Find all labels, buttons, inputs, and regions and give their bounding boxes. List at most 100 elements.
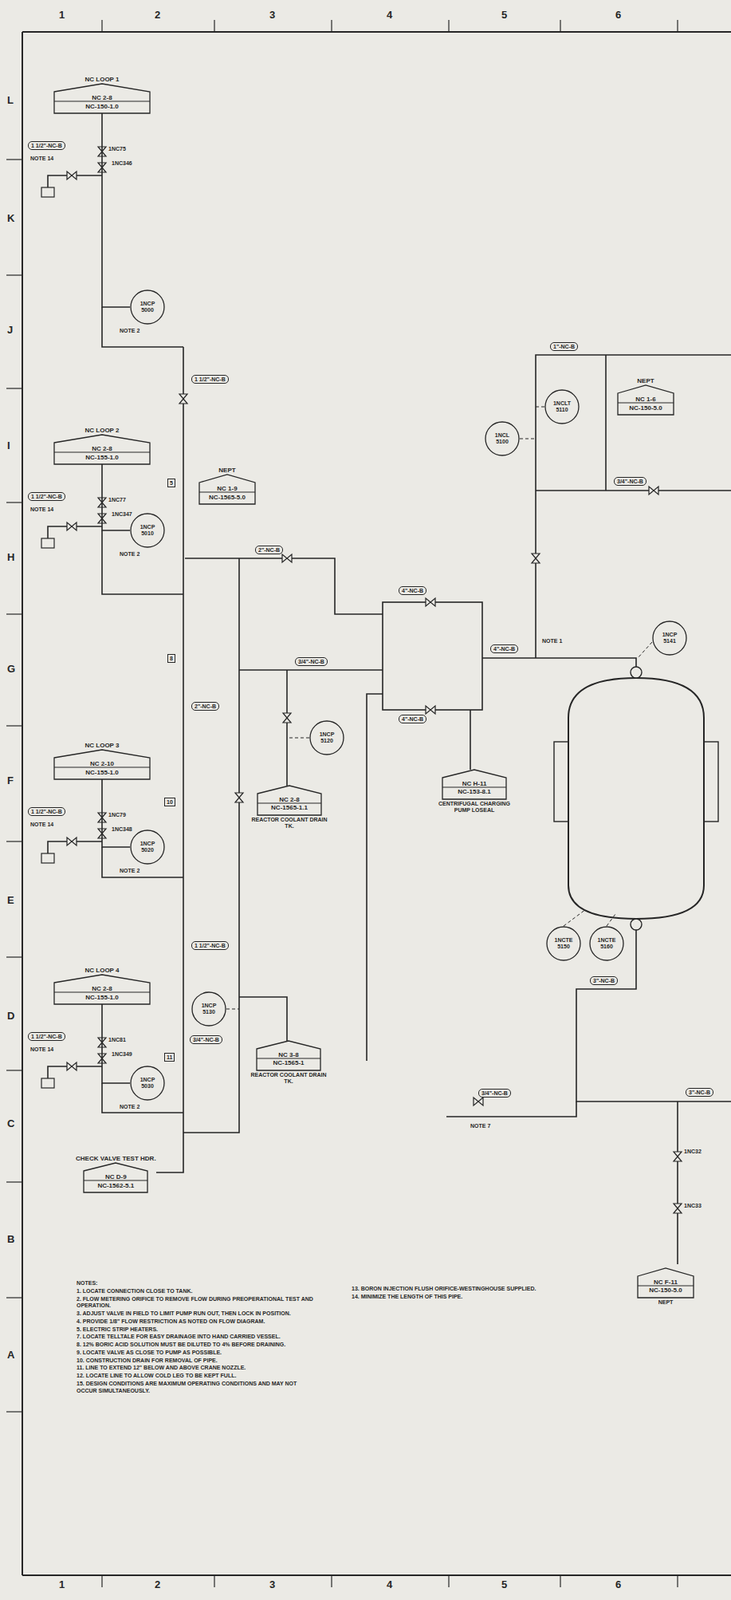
- pipe-line: [330, 19, 332, 32]
- balloon-outline: [130, 513, 165, 547]
- connector-ref: NC D-9: [105, 1172, 127, 1181]
- pipe-line: [239, 996, 287, 1041]
- pipe-line: [21, 31, 24, 1575]
- pipe-line: [101, 19, 103, 32]
- grid-reference: 1: [58, 1578, 65, 1589]
- valve-tag: 1NC347: [111, 510, 133, 518]
- line-number-tag: 3"-NC-B: [589, 975, 618, 985]
- balloon-outline: [545, 389, 579, 424]
- drain-box: [41, 187, 55, 197]
- house-outline: [83, 1162, 148, 1192]
- pipe-line: [213, 19, 215, 32]
- pipe-line: [576, 923, 731, 1101]
- valve-symbol: [66, 837, 77, 845]
- off-page-connector: NC F-11NC-150-5.0NEPT: [637, 1267, 694, 1305]
- note-text: 7. LOCATE TELLTALE FOR EASY DRAINAGE INT…: [76, 1332, 316, 1341]
- line-number-tag: 2"-NC-B: [255, 545, 283, 555]
- valve-tag: 1NC33: [683, 1202, 702, 1209]
- pipe-line: [6, 387, 23, 389]
- drain-box: [41, 538, 55, 548]
- pipe-line: [366, 693, 383, 1061]
- pipe-line: [239, 668, 383, 671]
- connector-ref: NC-1565-1.1: [271, 803, 308, 812]
- connector-heading: NC LOOP 2: [85, 426, 120, 434]
- connector-ref: NC F-11: [653, 1277, 678, 1286]
- instrument-tag: 1NCLT 5110: [550, 400, 574, 413]
- tank-vessel: [568, 677, 704, 919]
- instrument-balloon: 1NCP 5120: [309, 719, 345, 755]
- instrument-balloon: 1NCTE 5160: [589, 925, 625, 961]
- pipe-line: [22, 1573, 731, 1576]
- connector-heading: NC LOOP 1: [85, 75, 120, 83]
- connector-body: NC F-11NC-150-5.0: [637, 1267, 694, 1297]
- valve-symbol: [66, 171, 77, 180]
- grid-reference: 2: [154, 1578, 161, 1589]
- line-number-tag: 3/4"-NC-B: [189, 1034, 223, 1044]
- grid-reference: 2: [154, 9, 161, 20]
- instrument-balloon: 1NCP 5030: [129, 1065, 166, 1101]
- instrument-tag: 1NCTE 5150: [552, 936, 575, 949]
- house-outline: [442, 769, 507, 799]
- valve-tag: NOTE 14: [30, 1045, 54, 1053]
- valve-symbol: [531, 553, 540, 563]
- notes-block: NOTES:1. LOCATE CONNECTION CLOSE TO TANK…: [76, 1279, 316, 1395]
- connector-caption: CENTRIFUGAL CHARGING PUMP LOSEAL: [434, 800, 515, 814]
- line-number-tag: 3/4"-NC-B: [294, 656, 328, 666]
- connector-ref: NC-150-5.0: [648, 1285, 682, 1294]
- balloon-outline: [130, 1065, 165, 1100]
- connector-body: NC 3-8NC-1565-1: [256, 1040, 321, 1070]
- valve-tag: NOTE 2: [119, 327, 140, 335]
- valve-tag: 1NC32: [683, 1147, 702, 1155]
- balloon-outline: [589, 926, 624, 960]
- pipe-line: [446, 1100, 577, 1117]
- pipe-line: [22, 31, 731, 33]
- house-outline: [637, 1267, 694, 1297]
- connector-ref: NC 1-9: [216, 484, 237, 493]
- connector-body: NC 2-10NC-155-1.0: [54, 749, 150, 779]
- pipe-line: [6, 274, 23, 276]
- instrument-balloon: 1NCP 5020: [129, 829, 166, 865]
- off-page-connector: NC LOOP 4NC 2-8NC-155-1.0: [54, 966, 150, 1004]
- off-page-connector: NC LOOP 2NC 2-8NC-155-1.0: [54, 426, 150, 464]
- note-text: 8. 12% BORIC ACID SOLUTION MUST BE DILUT…: [76, 1340, 316, 1349]
- connector-ref: NC 2-8: [91, 984, 112, 993]
- note-text: 14. MINIMIZE THE LENGTH OF THIS PIPE.: [351, 1293, 591, 1301]
- instrument-balloon: 1NCTE 5150: [546, 925, 582, 961]
- grid-reference: 4: [386, 1578, 393, 1589]
- valve-symbol: [425, 705, 436, 714]
- instrument-tag: 1NCP 5000: [136, 300, 159, 313]
- valve-tag: 1NC77: [108, 496, 126, 504]
- note-text: NOTES:: [76, 1279, 316, 1287]
- connector-body: NC 2-8NC-155-1.0: [54, 434, 150, 464]
- connector-caption: REACTOR COOLANT DRAIN TK.: [248, 1071, 329, 1085]
- instrument-balloon: 1NCP 5010: [129, 512, 166, 548]
- note-text: 5. ELECTRIC STRIP HEATERS.: [76, 1325, 316, 1333]
- pipe-line: [6, 955, 23, 957]
- valve-tag: NOTE 1: [542, 637, 563, 645]
- valve-tag: NOTE 7: [470, 1122, 491, 1129]
- off-page-connector: NC H-11NC-153-8.1CENTRIFUGAL CHARGING PU…: [434, 769, 515, 814]
- line-number-tag: 1 1/2"-NC-B: [27, 141, 66, 150]
- grid-reference: 6: [615, 9, 621, 20]
- grid-reference: G: [7, 663, 16, 674]
- connector-heading: CHECK VALVE TEST HDR.: [75, 1154, 157, 1162]
- connector-body: NC D-9NC-1562-5.1: [83, 1162, 148, 1192]
- off-page-connector: NC 2-8NC-1565-1.1REACTOR COOLANT DRAIN T…: [249, 785, 330, 830]
- callout-number: 8: [167, 653, 176, 663]
- pipe-line: [482, 657, 637, 667]
- grid-reference: I: [7, 440, 11, 451]
- pipe-line: [6, 1180, 23, 1182]
- balloon-outline: [546, 926, 581, 960]
- pipe-connector: [102, 1003, 130, 1083]
- connector-body: NC H-11NC-153-8.1: [442, 769, 507, 799]
- vessel-nozzle: [630, 918, 642, 930]
- grid-reference: 4: [386, 9, 393, 20]
- instrument-tag: 1NCP 5020: [136, 840, 159, 853]
- instrument-balloon: 1NCLT 5110: [544, 389, 580, 425]
- pipe-line: [535, 354, 731, 658]
- pipe-line: [156, 346, 184, 1172]
- line-number-tag: 1 1/2"-NC-B: [27, 491, 66, 501]
- pipe-connector: [102, 113, 130, 307]
- connector-ref: NC 1-6: [635, 395, 656, 404]
- valve-tag: NOTE 2: [119, 867, 140, 874]
